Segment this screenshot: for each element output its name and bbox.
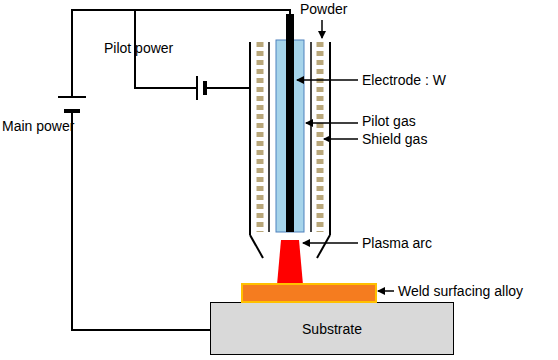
part-label: Weld surfacing alloy <box>398 283 523 299</box>
node-label: Substrate <box>302 321 362 337</box>
plasma-arc <box>276 240 304 296</box>
substrate-block: Substrate <box>210 302 454 355</box>
part-label: Main power <box>2 118 74 134</box>
main-battery <box>58 97 86 111</box>
weld-alloy-layer <box>242 284 376 302</box>
part-label: Plasma arc <box>362 235 432 251</box>
part-label: Pilot power <box>104 40 173 56</box>
wiring <box>72 10 290 330</box>
pilot-battery <box>197 76 205 100</box>
torch-body <box>250 14 330 258</box>
part-label: Electrode : W <box>362 72 446 88</box>
part-label: Powder <box>300 1 347 17</box>
part-label: Shield gas <box>362 131 427 147</box>
part-label: Pilot gas <box>362 113 416 129</box>
